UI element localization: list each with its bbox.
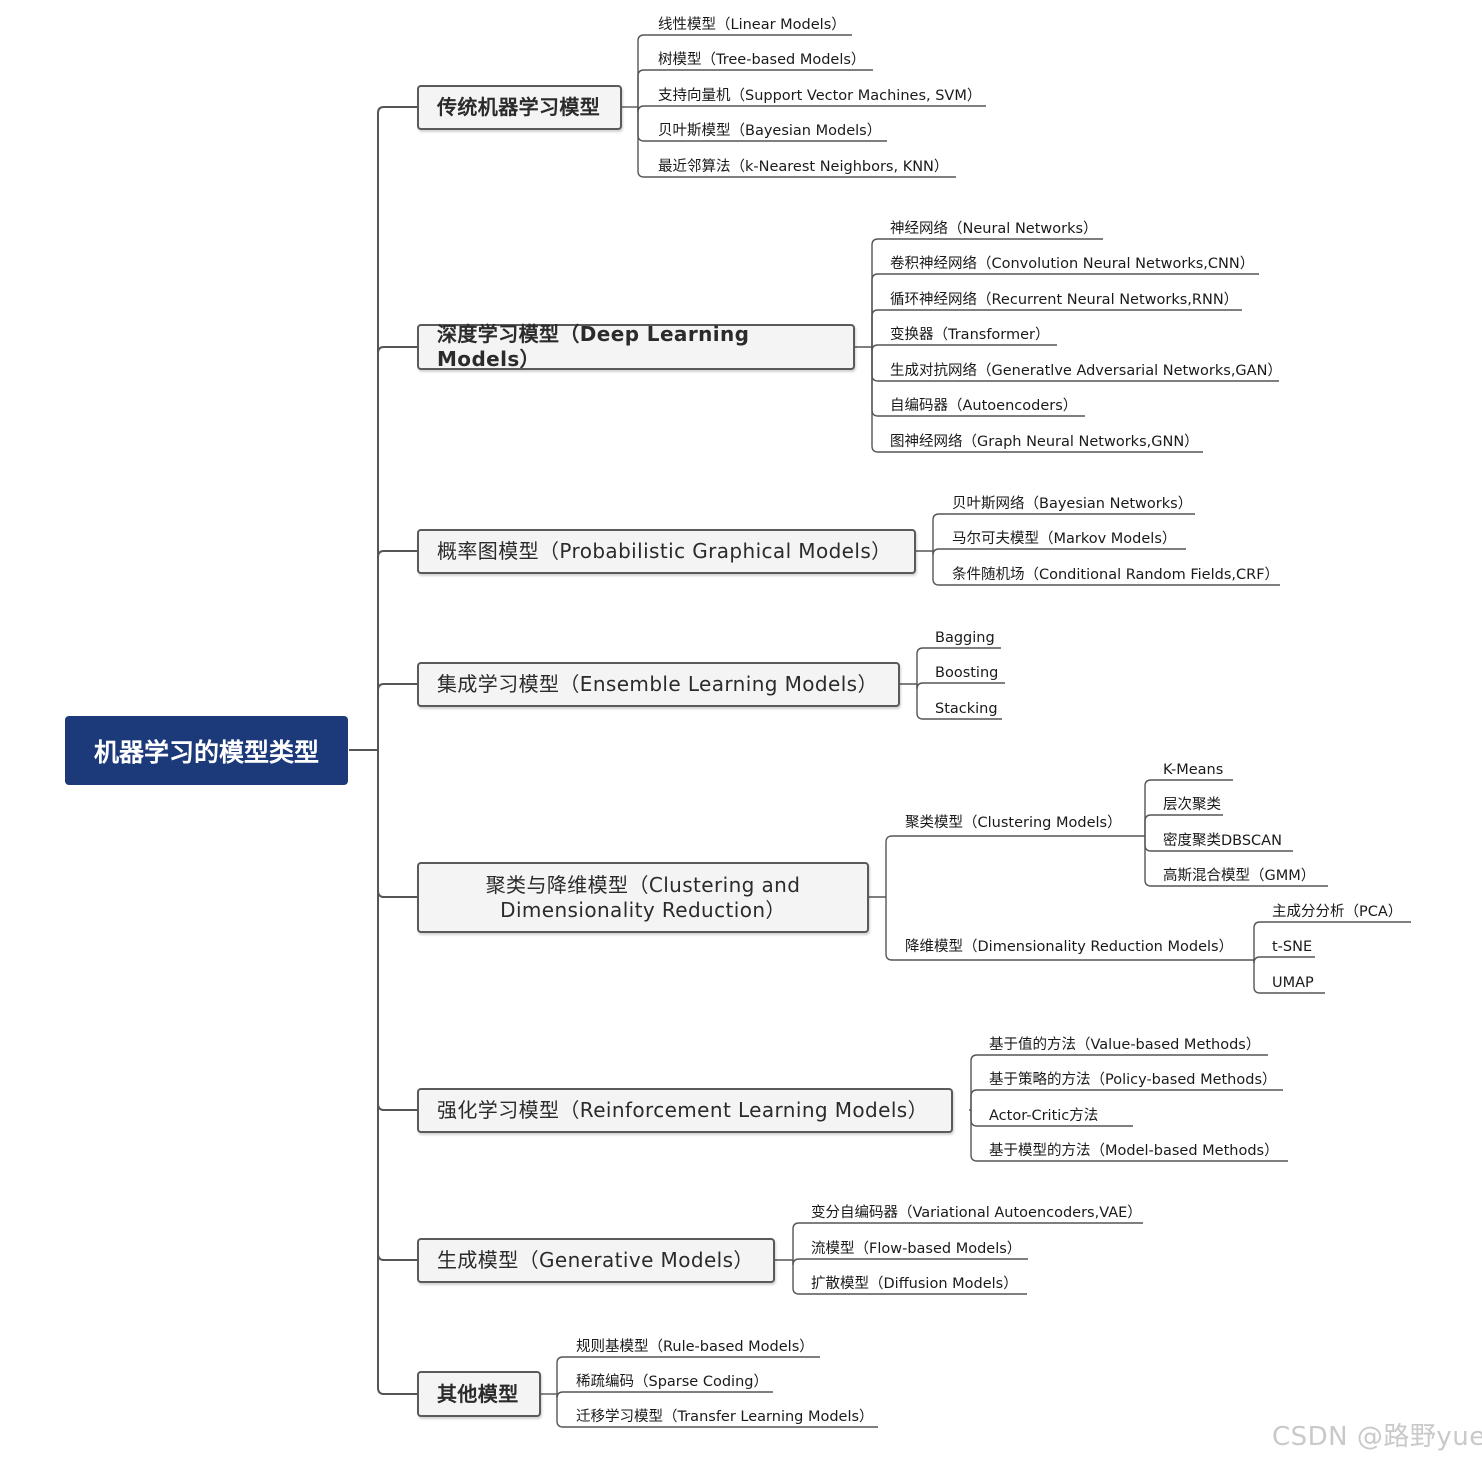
subgroup-branch-clustering [885, 835, 1128, 897]
leaf-tree-models[interactable]: 树模型（Tree-based Models） [658, 52, 866, 68]
leaf-model-based[interactable]: 基于模型的方法（Model-based Methods） [989, 1143, 1279, 1159]
leaf-bayesian-networks[interactable]: 贝叶斯网络（Bayesian Networks） [952, 496, 1193, 512]
leaf-rnn[interactable]: 循环神经网络（Recurrent Neural Networks,RNN） [890, 292, 1239, 308]
leaf-transformer[interactable]: 变换器（Transformer） [890, 327, 1050, 343]
category-ensemble-learning[interactable]: 集成学习模型（Ensemble Learning Models） [417, 662, 900, 707]
leaf-branch-1-3 [871, 344, 1057, 352]
category-generative-models[interactable]: 生成模型（Generative Models） [417, 1238, 775, 1283]
trunk-branch-0 [377, 106, 417, 750]
subgroup-dimred-models[interactable]: 降维模型（Dimensionality Reduction Models） [905, 939, 1234, 955]
category-other-models[interactable]: 其他模型 [417, 1371, 541, 1417]
leaf-tsne[interactable]: t-SNE [1272, 939, 1313, 955]
trunk-branch-1 [377, 346, 417, 750]
watermark: CSDN @路野yue [1272, 1422, 1482, 1452]
leaf-branch-5-1 [792, 1258, 1028, 1266]
leaf-policy-based[interactable]: 基于策略的方法（Policy-based Methods） [989, 1072, 1277, 1088]
leaf-kmeans[interactable]: K-Means [1163, 762, 1224, 778]
leaf-cnn[interactable]: 卷积神经网络（Convolution Neural Networks,CNN） [890, 256, 1255, 272]
trunk-branch-2 [377, 550, 417, 750]
trunk-branch-5 [377, 750, 417, 1111]
subgroup-clustering-models[interactable]: 聚类模型（Clustering Models） [905, 815, 1122, 831]
leaf-actor-critic[interactable]: Actor-Critic方法 [989, 1108, 1099, 1124]
root-node[interactable]: 机器学习的模型类型 [65, 716, 348, 785]
leaf-boosting[interactable]: Boosting [935, 665, 999, 681]
leaf-pca[interactable]: 主成分分析（PCA） [1272, 904, 1403, 920]
category-reinforcement-learning[interactable]: 强化学习模型（Reinforcement Learning Models） [417, 1088, 953, 1133]
leaf-branch-3-1 [916, 682, 1005, 690]
leaf-markov-models[interactable]: 马尔可夫模型（Markov Models） [952, 531, 1177, 547]
leaf-hierarchical-clustering[interactable]: 层次聚类 [1163, 797, 1221, 813]
leaf-gan[interactable]: 生成对抗网络（Generatlve Adversarial Networks,G… [890, 363, 1282, 379]
leaf-sparse-coding[interactable]: 稀疏编码（Sparse Coding） [576, 1374, 768, 1390]
leaf-knn[interactable]: 最近邻算法（k-Nearest Neighbors, KNN） [658, 159, 949, 175]
leaf-dbscan[interactable]: 密度聚类DBSCAN [1163, 833, 1282, 849]
trunk-branch-6 [377, 750, 417, 1261]
leaf-rule-based[interactable]: 规则基模型（Rule-based Models） [576, 1339, 814, 1355]
category-probabilistic-graphical[interactable]: 概率图模型（Probabilistic Graphical Models） [417, 529, 916, 574]
leaf-svm[interactable]: 支持向量机（Support Vector Machines, SVM） [658, 88, 982, 104]
leaf-flow-based[interactable]: 流模型（Flow-based Models） [811, 1241, 1022, 1257]
category-deep-learning[interactable]: 深度学习模型（Deep Learning Models） [417, 322, 855, 371]
leaf-value-based[interactable]: 基于值的方法（Value-based Methods） [989, 1037, 1261, 1053]
trunk-branch-3 [377, 683, 417, 750]
leaf-vae[interactable]: 变分自编码器（Variational Autoencoders,VAE） [811, 1205, 1142, 1221]
leaf-autoencoders[interactable]: 自编码器（Autoencoders） [890, 398, 1078, 414]
category-clustering-dimred[interactable]: 聚类与降维模型（Clustering and Dimensionality Re… [417, 862, 869, 933]
leaf-branch-6-1 [556, 1391, 773, 1399]
leaf-branch-0-2 [637, 105, 986, 113]
leaf-crf[interactable]: 条件随机场（Conditional Random Fields,CRF） [952, 567, 1280, 583]
leaf-transfer-learning[interactable]: 迁移学习模型（Transfer Learning Models） [576, 1409, 874, 1425]
leaf-branch-2-1 [932, 548, 1186, 556]
leaf-diffusion[interactable]: 扩散模型（Diffusion Models） [811, 1276, 1018, 1292]
leaf-gnn[interactable]: 图神经网络（Graph Neural Networks,GNN） [890, 434, 1199, 450]
leaf-neural-networks[interactable]: 神经网络（Neural Networks） [890, 221, 1098, 237]
trunk-branch-4 [377, 750, 417, 898]
trunk-branch-7 [377, 750, 417, 1395]
leaf-stacking[interactable]: Stacking [935, 701, 998, 717]
dimred-leaf-1 [1253, 956, 1315, 964]
leaf-linear-models[interactable]: 线性模型（Linear Models） [658, 17, 846, 33]
leaf-gmm[interactable]: 高斯混合模型（GMM） [1163, 868, 1316, 884]
category-traditional-ml[interactable]: 传统机器学习模型 [417, 85, 622, 130]
leaf-umap[interactable]: UMAP [1272, 975, 1314, 991]
leaf-bagging[interactable]: Bagging [935, 630, 995, 646]
leaf-bayesian-models[interactable]: 贝叶斯模型（Bayesian Models） [658, 123, 882, 139]
